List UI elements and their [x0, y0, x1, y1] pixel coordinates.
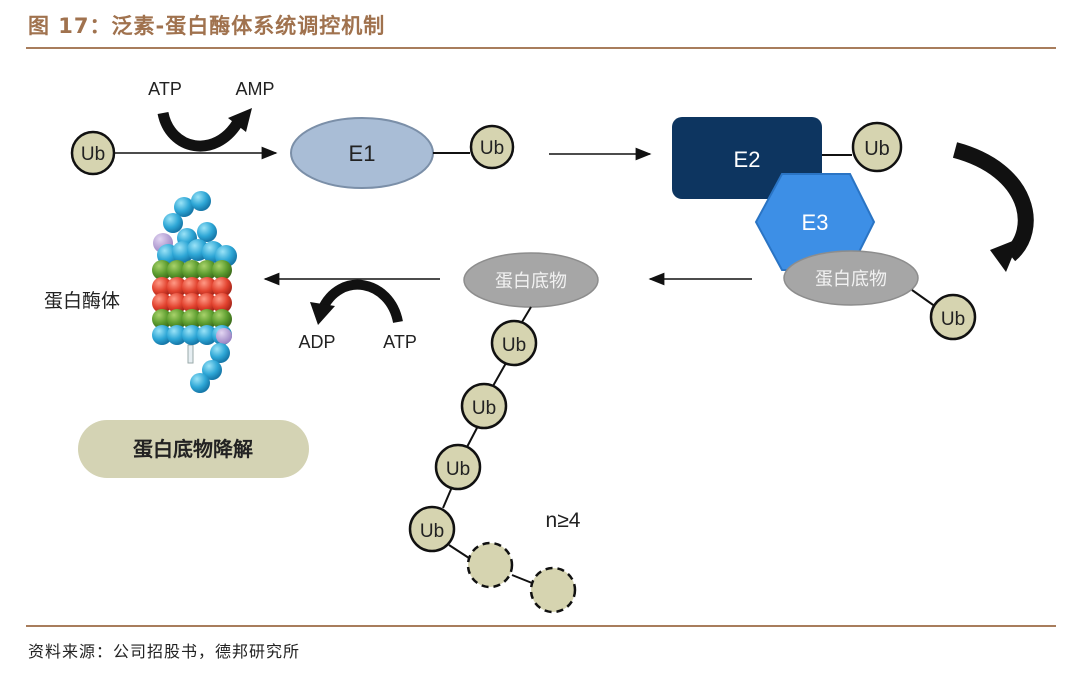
proteasome-subunit	[190, 373, 210, 393]
title-divider	[26, 47, 1056, 49]
chain-ubiquitin	[434, 443, 482, 491]
proteasome-subunit	[167, 293, 187, 313]
proteasome-subunit	[152, 260, 172, 280]
figure-title: 图 17：泛素-蛋白酶体系统调控机制	[28, 14, 386, 38]
atp-label: ATP	[383, 332, 417, 352]
chain-count-label: n≥4	[546, 509, 581, 532]
amp-label: AMP	[235, 79, 274, 99]
placeholder-ubiquitin	[466, 541, 514, 589]
e3-label: E3	[802, 210, 829, 235]
proteasome-subunit	[152, 277, 172, 297]
chain-ubiquitin	[460, 382, 508, 430]
proteasome-subunit	[152, 325, 172, 345]
degradation-label: 蛋白底物降解	[133, 437, 253, 461]
proteasome-subunit	[202, 360, 222, 380]
proteasome-stem	[187, 344, 194, 364]
proteasome-subunit	[182, 293, 202, 313]
proteasome-label: 蛋白酶体	[44, 290, 120, 312]
proteasome-subunit	[210, 343, 230, 363]
proteasome-subunit	[191, 191, 211, 211]
proteasome-subunit	[197, 260, 217, 280]
ubiquitin-chain: Ub Ub Ub Ub	[408, 306, 577, 614]
free-ubiquitin: Ub	[70, 130, 116, 176]
ubiquitin-label: Ub	[81, 144, 105, 165]
proteasome-subunit	[182, 325, 202, 345]
proteasome-subunit	[197, 277, 217, 297]
proteasome-subunit	[197, 222, 217, 242]
substrate-label: 蛋白底物	[495, 271, 567, 292]
proteasome-subunit	[182, 260, 202, 280]
e1-enzyme: E1	[290, 117, 434, 189]
chain-ubiquitin	[408, 505, 456, 553]
adp-label: ADP	[298, 332, 335, 352]
source-note: 资料来源：公司招股书，德邦研究所	[28, 642, 301, 661]
proteasome-subunit	[197, 293, 217, 313]
proteasome-subunit	[182, 277, 202, 297]
proteasome-subunit	[182, 309, 202, 329]
e1-label: E1	[349, 141, 376, 166]
placeholder-ubiquitin	[529, 566, 577, 614]
proteasome-icon	[152, 191, 237, 393]
proteasome-subunit	[197, 309, 217, 329]
transfer-curved-arrow	[952, 142, 1034, 272]
proteasome-subunit	[197, 325, 217, 345]
ubiquitin-label: Ub	[480, 138, 504, 159]
substrate-ub-bond	[911, 289, 937, 308]
proteasome-subunit	[167, 277, 187, 297]
proteasome-subunit	[212, 277, 232, 297]
proteasome-subunit	[212, 260, 232, 280]
polyubiquitinated-substrate: 蛋白底物	[463, 252, 599, 308]
proteasome-subunit	[167, 325, 187, 345]
ubiquitin-label: Ub	[472, 398, 496, 419]
ubiquitin-label: Ub	[420, 521, 444, 542]
atp-label: ATP	[148, 79, 182, 99]
proteasome-subunit	[163, 213, 183, 233]
footer-divider	[26, 625, 1056, 627]
atp-to-adp-curved-arrow	[310, 279, 403, 325]
ubiquitin-label: Ub	[941, 309, 965, 330]
e2-label: E2	[734, 147, 761, 172]
proteasome-subunit	[212, 293, 232, 313]
substrate-bound-ubiquitin: Ub	[929, 293, 977, 341]
proteasome-subunit	[212, 309, 232, 329]
e1-bound-ubiquitin: Ub	[469, 124, 515, 170]
ubiquitin-label: Ub	[502, 335, 526, 356]
proteasome-subunit	[152, 309, 172, 329]
ubiquitin-label: Ub	[446, 459, 470, 480]
atp-to-amp-curved-arrow	[157, 108, 252, 152]
chain-ubiquitin	[490, 319, 538, 367]
substrate-label: 蛋白底物	[815, 269, 887, 290]
proteasome-subunit	[167, 260, 187, 280]
proteasome-subunit	[216, 328, 232, 344]
proteasome-subunit	[152, 293, 172, 313]
bound-substrate: 蛋白底物	[783, 250, 919, 306]
e2-bound-ubiquitin: Ub	[851, 121, 903, 173]
proteasome-subunit	[167, 309, 187, 329]
proteasome-subunit	[174, 197, 194, 217]
degradation-badge: 蛋白底物降解	[78, 420, 309, 478]
ubiquitin-label: Ub	[864, 138, 890, 160]
